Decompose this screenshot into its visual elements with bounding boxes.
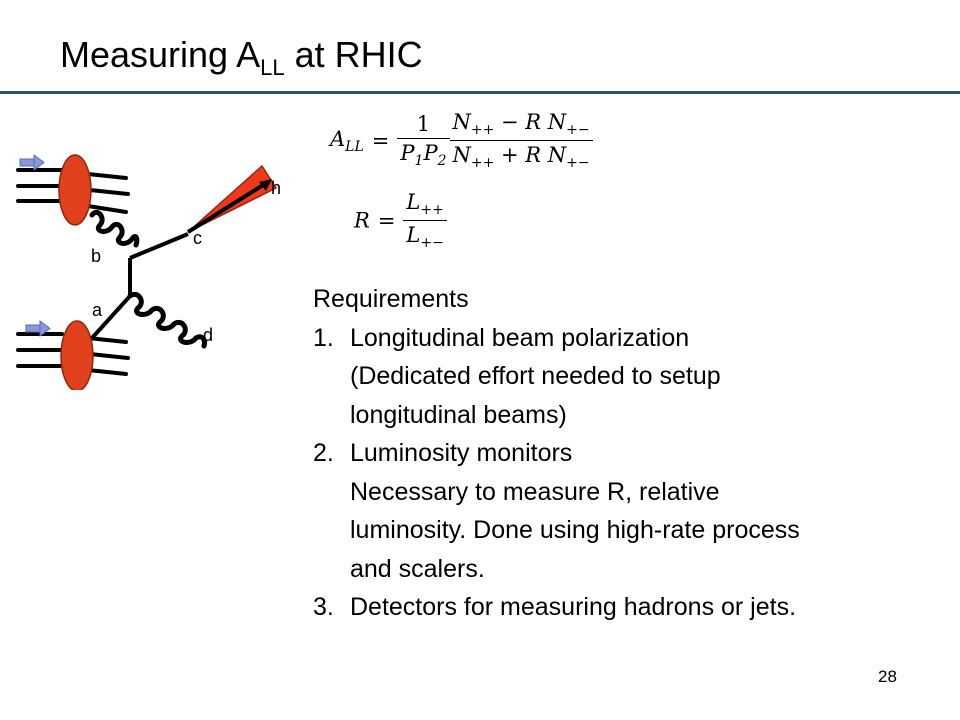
- luminosity-fraction: L++L+−: [403, 190, 447, 251]
- gluon-b: [89, 209, 140, 248]
- title-subscript: LL: [260, 55, 285, 80]
- title-divider: [0, 91, 960, 94]
- gluon-d: [127, 292, 207, 349]
- title-main: Measuring A: [60, 34, 261, 75]
- parton-c: [129, 232, 189, 260]
- list-item: 3. Detectors for measuring hadrons or je…: [313, 593, 797, 621]
- formula-r: R = L++L+−: [354, 190, 447, 251]
- collision-diagram: [16, 154, 278, 390]
- hadron-h: [186, 180, 270, 234]
- label-b: b: [91, 246, 102, 266]
- title-rest: at RHIC: [284, 34, 423, 75]
- page-number: 28: [878, 667, 897, 686]
- requirements-heading: Requirements: [313, 285, 469, 313]
- requirements-list: Requirements 1. Longitudinal beam polari…: [313, 280, 943, 627]
- label-d: d: [203, 325, 214, 345]
- upper-proton-lines: [16, 168, 130, 214]
- page-title: Measuring ALL at RHIC: [60, 34, 423, 81]
- label-h: h: [271, 178, 282, 198]
- hadron-arrow-icon: [259, 179, 272, 191]
- r-lhs: R: [354, 208, 370, 233]
- equals-sign: =: [371, 128, 390, 153]
- list-item: 2. Luminosity monitors Necessary to meas…: [313, 439, 800, 583]
- upper-proton: [58, 154, 92, 226]
- parton-a: [90, 294, 132, 340]
- lower-beam-arrow-icon: [25, 320, 51, 337]
- jet-cone: [187, 164, 278, 233]
- asymmetry-fraction: N++ − R N+−N++ + R N+−: [449, 110, 593, 171]
- lower-proton: [60, 320, 94, 390]
- all-lhs: ALL: [330, 126, 364, 155]
- label-a: a: [92, 300, 103, 320]
- upper-beam-arrow-icon: [19, 154, 45, 171]
- list-item: 1. Longitudinal beam polarization (Dedic…: [313, 323, 721, 429]
- label-c: c: [193, 228, 202, 248]
- equals-sign-r: =: [377, 208, 396, 233]
